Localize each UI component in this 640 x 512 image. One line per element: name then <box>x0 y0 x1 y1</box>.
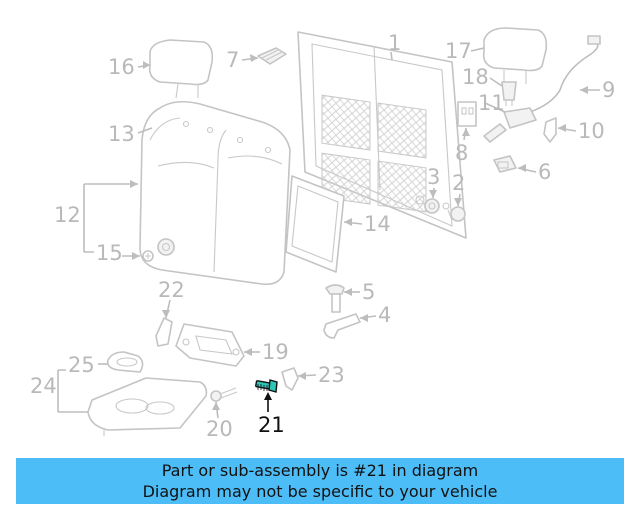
callout-16[interactable]: 16 <box>108 55 135 79</box>
hinge-22 <box>155 317 173 347</box>
bolt-2 <box>447 206 466 222</box>
callout-2[interactable]: 2 <box>452 171 465 195</box>
callout-19[interactable]: 19 <box>262 340 289 364</box>
back-panel-14 <box>285 175 345 273</box>
leader-lines <box>57 47 600 419</box>
callout-18[interactable]: 18 <box>462 65 489 89</box>
clip-7 <box>257 47 287 65</box>
callout-25[interactable]: 25 <box>68 353 95 377</box>
callout-1[interactable]: 1 <box>388 31 401 55</box>
bolt-5 <box>325 284 345 313</box>
latch-11 <box>483 107 537 143</box>
hook-10 <box>543 117 557 143</box>
grommet-15 <box>142 238 175 262</box>
cup-insert-25 <box>106 351 144 373</box>
callout-23[interactable]: 23 <box>318 363 345 387</box>
callout-12[interactable]: 12 <box>54 203 81 227</box>
bolt-21-highlighted[interactable] <box>255 379 278 393</box>
bracket-4 <box>323 313 361 339</box>
callout-22[interactable]: 22 <box>158 278 185 302</box>
callout-3[interactable]: 3 <box>427 165 440 189</box>
callout-13[interactable]: 13 <box>108 122 135 146</box>
callout-9[interactable]: 9 <box>602 78 615 102</box>
guide-18 <box>501 81 517 106</box>
callout-11[interactable]: 11 <box>478 91 505 115</box>
hinge-plate-19 <box>175 323 245 367</box>
callout-14[interactable]: 14 <box>364 212 391 236</box>
callout-5[interactable]: 5 <box>362 280 375 304</box>
callout-6[interactable]: 6 <box>538 160 551 184</box>
armrest-24 <box>87 377 208 436</box>
headrest-left <box>148 39 214 99</box>
clip-23 <box>281 367 299 391</box>
callout-4[interactable]: 4 <box>378 303 391 327</box>
banner-line-1: Part or sub-assembly is #21 in diagram <box>161 461 479 480</box>
callout-10[interactable]: 10 <box>578 119 605 143</box>
clip-6 <box>493 155 517 173</box>
parts-diagram: 1 2 3 4 5 6 7 8 9 10 11 12 13 14 15 16 1… <box>30 27 615 441</box>
callout-24[interactable]: 24 <box>30 374 57 398</box>
callout-20[interactable]: 20 <box>206 417 233 441</box>
banner-line-2: Diagram may not be specific to your vehi… <box>142 482 498 501</box>
callout-numbers: 1 2 3 4 5 6 7 8 9 10 11 12 13 14 15 16 1… <box>30 31 615 441</box>
cable-9 <box>529 35 601 113</box>
seat-back-frame <box>297 31 467 239</box>
headrest-right <box>482 27 548 84</box>
seat-back-cushion <box>139 100 291 286</box>
screw-20 <box>210 387 238 402</box>
callout-7[interactable]: 7 <box>226 48 239 72</box>
callout-8[interactable]: 8 <box>455 141 468 165</box>
info-banner: Part or sub-assembly is #21 in diagram D… <box>16 458 624 504</box>
bolt-3 <box>424 198 440 214</box>
callout-17[interactable]: 17 <box>445 39 472 63</box>
callout-15[interactable]: 15 <box>96 241 123 265</box>
callout-21[interactable]: 21 <box>258 413 285 437</box>
bracket-8 <box>457 101 477 127</box>
